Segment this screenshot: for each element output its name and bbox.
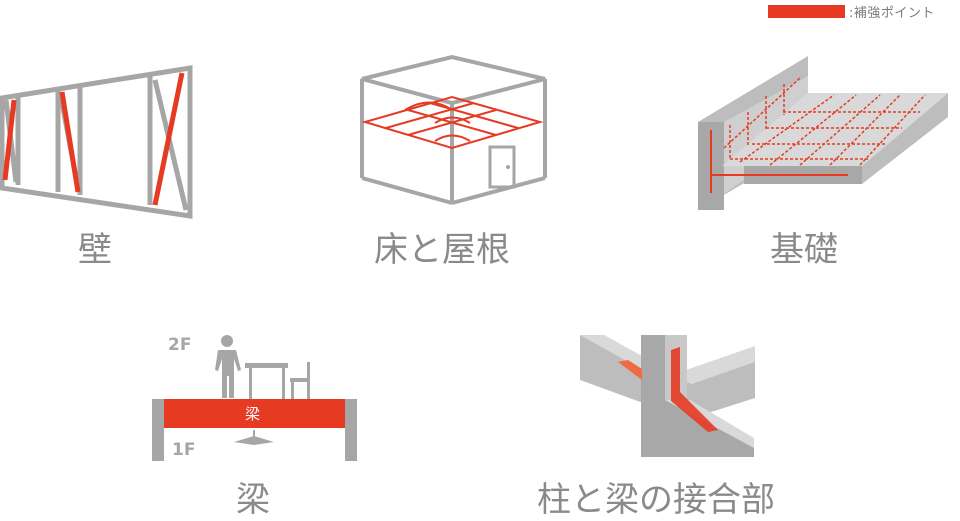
floor-1f-label: 1F (172, 440, 196, 460)
foundation-label: 基礎 (770, 230, 838, 270)
legend: :補強ポイント (768, 2, 935, 21)
joint-illustration (570, 320, 790, 470)
floor-2f-label: 2F (168, 335, 192, 355)
wall-illustration (0, 55, 200, 225)
wall-label: 壁 (78, 230, 112, 270)
beam-label: 梁 (236, 480, 270, 520)
legend-label: :補強ポイント (849, 6, 935, 21)
joint-label: 柱と梁の接合部 (537, 480, 775, 520)
foundation-illustration (690, 50, 960, 210)
floor-roof-label: 床と屋根 (374, 230, 510, 270)
legend-swatch (768, 5, 845, 18)
floor-roof-illustration (350, 50, 550, 220)
beam-illustration: 2F 1F 梁 (150, 325, 370, 465)
beam-text: 梁 (245, 405, 261, 423)
